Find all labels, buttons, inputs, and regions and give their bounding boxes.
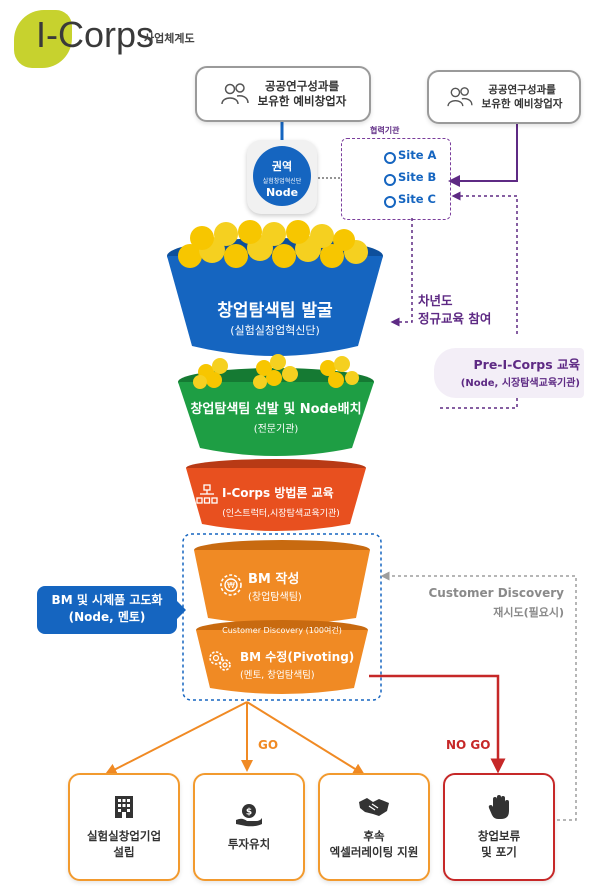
partner-title: 협력기관 [370, 126, 400, 135]
pre-icorps-box [434, 348, 584, 398]
funnel-5-title: BM 수정(Pivoting) [240, 650, 355, 664]
top-right-box-label: 공공연구성과를 보유한 예비창업자 [481, 84, 563, 110]
people-icon [446, 87, 473, 107]
funnel-4 [194, 540, 370, 624]
go-label: GO [258, 738, 279, 752]
site-b-label: Site B [398, 170, 437, 184]
investment-icon: $ [236, 804, 262, 827]
top-right-box: 공공연구성과를 보유한 예비창업자 [427, 70, 581, 124]
funnel-3 [186, 459, 366, 531]
funnel-3-sub: (인스트럭터,시장탐색교육기관) [222, 509, 340, 519]
retry-line2: 재시도(필요시) [493, 606, 564, 619]
site-c-label: Site C [398, 192, 436, 206]
funnel-2-title: 창업탐색팀 선발 및 Node배치 [190, 402, 362, 417]
outcome-startup-label: 실험실창업기업 설립 [86, 829, 162, 859]
outcome-investment: $ 투자유치 [193, 773, 305, 881]
side-note: 차년도 정규교육 참여 [418, 292, 491, 328]
node-small: 실험창업혁신단 [262, 178, 302, 185]
site-a-dot [384, 152, 396, 164]
building-icon [115, 796, 133, 818]
pre-icorps-title: Pre-I-Corps 교육 [473, 357, 581, 372]
funnel-2 [178, 354, 374, 456]
svg-text:$: $ [246, 808, 252, 818]
side-note-line1: 차년도 [418, 293, 453, 308]
side-note-line2: 정규교육 참여 [418, 311, 492, 326]
funnel-4-sub: (창업탐색팀) [248, 592, 302, 603]
funnel-5 [196, 620, 368, 694]
funnel-2-sub: (전문기관) [253, 424, 299, 435]
logo-subtitle: 사업체계도 [144, 32, 195, 45]
people-icon [220, 83, 249, 105]
funnel-1-sub: (실험실창업혁신단) [230, 324, 320, 337]
logo-blob [14, 10, 72, 68]
funnel-1 [167, 220, 383, 356]
bm-side-line1: BM 및 시제품 고도화 [51, 593, 163, 607]
site-a-label: Site A [398, 148, 437, 162]
bm-side-line2: (Node, 멘토) [68, 610, 146, 624]
customer-discovery-band: Customer Discovery (100여건) [222, 626, 342, 635]
balls-group-1 [178, 220, 368, 268]
top-left-box: 공공연구성과를 보유한 예비창업자 [195, 66, 371, 122]
node-name: Node [265, 186, 299, 199]
site-b-dot [384, 174, 396, 186]
funnel-3-title: I-Corps 방법론 교육 [222, 486, 334, 500]
bm-side-box: BM 및 시제품 고도화 (Node, 멘토) [37, 586, 177, 634]
funnel-4-title: BM 작성 [248, 572, 300, 587]
outcome-abandon: 창업보류 및 포기 [443, 773, 555, 881]
pre-icorps-sub: (Node, 시장탐색교육기관) [460, 378, 580, 389]
won-gear-icon: ₩ [220, 574, 242, 596]
site-c-dot [384, 196, 396, 208]
top-left-box-label: 공공연구성과를 보유한 예비창업자 [257, 79, 347, 108]
balls-group-2 [193, 354, 359, 389]
retry-line1: Customer Discovery [428, 586, 565, 600]
outcome-startup: 실험실창업기업 설립 [68, 773, 180, 881]
gears-icon [209, 651, 231, 671]
handshake-icon [359, 798, 389, 816]
node-card: 권역 실험창업혁신단 Node [247, 140, 317, 214]
funnel-5-sub: (멘토, 창업탐색팀) [240, 670, 315, 681]
funnel-1-title: 창업탐색팀 발굴 [217, 301, 333, 321]
hierarchy-icon [196, 484, 218, 504]
logo-text: I-Corps [36, 14, 155, 55]
outcome-investment-label: 투자유치 [227, 837, 271, 851]
nogo-label: NO GO [446, 738, 491, 752]
node-circle: 권역 실험창업혁신단 Node [253, 146, 311, 206]
stop-hand-icon [488, 795, 509, 819]
node-title: 권역 [271, 160, 293, 173]
partner-box [341, 138, 451, 220]
outcome-accelerating-label: 후속 엑셀러레이팅 지원 [329, 829, 419, 859]
outcome-accelerating: 후속 엑셀러레이팅 지원 [318, 773, 430, 881]
bm-side-pointer [176, 600, 186, 620]
svg-text:₩: ₩ [227, 581, 235, 590]
outcome-abandon-label: 창업보류 및 포기 [477, 829, 521, 859]
